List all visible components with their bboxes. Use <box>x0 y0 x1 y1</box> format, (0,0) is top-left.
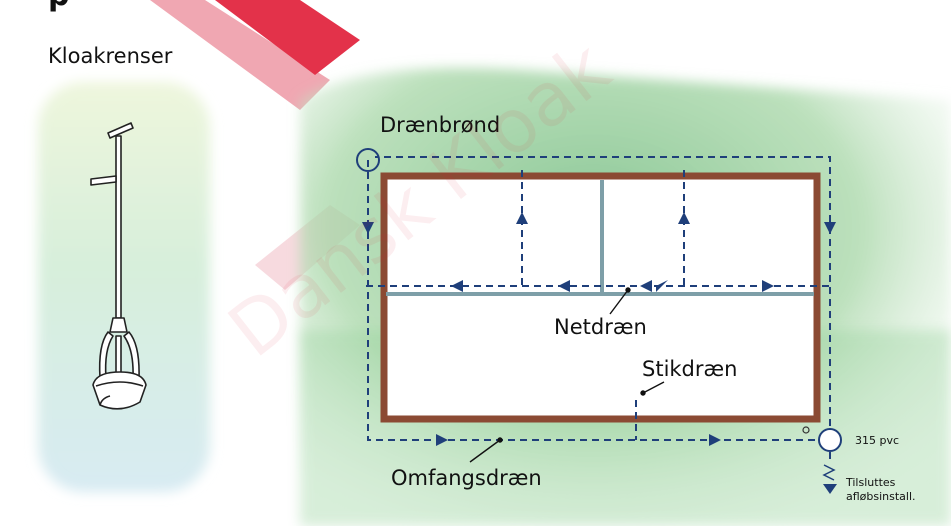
arrow-left-2 <box>558 280 570 292</box>
label-drain-well: Drænbrønd <box>380 113 500 137</box>
leader-lines <box>469 287 665 463</box>
arrow-down-left <box>362 222 374 234</box>
label-pipe-size: 315 pvc <box>855 434 899 447</box>
arrow-right-bottom-2 <box>709 434 721 446</box>
arrow-right-2 <box>762 280 774 292</box>
tool-panel-background <box>38 82 210 492</box>
net-drain-pipe <box>386 180 814 296</box>
flow-arrows <box>362 212 837 494</box>
arrow-outlet-down <box>823 484 837 494</box>
tool-neck <box>109 317 128 333</box>
label-stub-drain: Stikdræn <box>642 357 737 381</box>
outlet-well-circle <box>818 428 842 452</box>
arrow-right-1 <box>656 280 668 292</box>
tool-top-handle <box>107 122 134 139</box>
drain-well-circle <box>356 148 380 172</box>
watermark-logo-red <box>215 0 360 75</box>
arrow-left-1 <box>451 280 463 292</box>
arrow-up-branch-2 <box>678 212 690 224</box>
perimeter-drain-line <box>367 156 831 441</box>
dashed-drain-lines <box>366 156 833 460</box>
arrow-right-bottom-1 <box>436 434 448 446</box>
outlet-connector <box>822 464 836 481</box>
arrow-left-3 <box>640 280 652 292</box>
tool-side-grip <box>90 175 117 186</box>
watermark-stripe-left <box>150 0 330 110</box>
label-connect-line2: afløbsinstall. <box>846 490 916 503</box>
arrow-down-right <box>824 222 836 234</box>
label-net-drain: Netdræn <box>554 315 647 339</box>
arrow-up-branch-1 <box>516 212 528 224</box>
tool-title: Kloakrenser <box>48 44 173 68</box>
cut-off-heading: p <box>48 0 69 13</box>
label-connect-line1: Tilsluttes <box>845 476 896 489</box>
label-perimeter-drain: Omfangsdræn <box>391 466 542 490</box>
tool-bucket <box>92 371 147 410</box>
